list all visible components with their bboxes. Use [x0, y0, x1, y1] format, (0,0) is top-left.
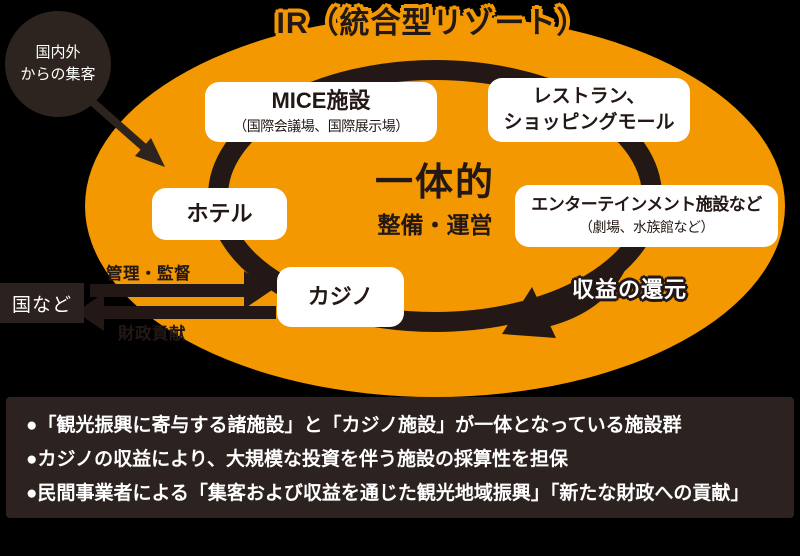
page-title: IR（統合型リゾート）	[276, 7, 588, 40]
profit-return-label: 収益の還元	[572, 277, 688, 302]
facility-box-restaurant: レストラン、 ショッピングモール	[488, 78, 690, 142]
government-name: 国など	[11, 294, 72, 316]
attract-badge: 国内外 からの集客	[5, 11, 111, 117]
facility-hotel-name: ホテル	[186, 201, 253, 227]
attract-badge-line1: 国内外	[35, 43, 81, 61]
integrated-operation-label: 一体的 整備・運営	[345, 164, 525, 240]
facility-entertainment-sub: （劇場、水族館など）	[579, 219, 715, 236]
integrated-label-line2: 整備・運営	[377, 212, 493, 238]
facility-mice-name: MICE施設	[271, 88, 371, 114]
attract-arrowhead-icon	[135, 138, 165, 167]
attract-badge-line2: からの集客	[20, 66, 96, 83]
fiscal-contribution-label: 財政貢献	[118, 325, 186, 343]
facility-restaurant-line1: レストラン、	[532, 86, 646, 108]
integrated-label-line1: 一体的	[374, 162, 495, 204]
facility-box-mice: MICE施設 （国際会議場、国際展示場）	[205, 82, 437, 142]
note-line: ●「観光振興に寄与する諸施設」と「カジノ施設」が一体となっている施設群	[26, 415, 682, 436]
manage-arrowhead-icon	[244, 271, 272, 309]
facility-mice-sub: （国際会議場、国際展示場）	[233, 117, 409, 134]
facility-casino-name: カジノ	[307, 284, 374, 310]
note-line: ●民間事業者による「集客および収益を通じた観光地域振興」「新たな財政への貢献」	[26, 483, 750, 504]
profit-return-arrow-tail	[536, 256, 626, 327]
facility-box-casino: カジノ	[277, 267, 404, 327]
contribute-arrowhead-icon	[76, 293, 104, 331]
facility-entertainment-name: エンターテインメント施設など	[531, 194, 762, 214]
manage-arrow-shaft	[90, 284, 244, 297]
attract-arrow-shaft	[84, 94, 151, 154]
facility-box-entertainment: エンターテインメント施設など （劇場、水族館など）	[515, 185, 778, 247]
contribute-arrow-shaft	[104, 306, 276, 319]
facility-restaurant-line2: ショッピングモール	[503, 112, 675, 133]
note-line: ●カジノの収益により、大規模な投資を伴う施設の採算性を担保	[26, 449, 568, 470]
facility-box-hotel: ホテル	[152, 188, 287, 240]
government-box: 国など	[0, 283, 84, 323]
notes-panel: ●「観光振興に寄与する諸施設」と「カジノ施設」が一体となっている施設群 ●カジノ…	[6, 397, 794, 518]
manage-supervise-label: 管理・監督	[106, 265, 191, 283]
profit-return-arrowhead-icon	[502, 287, 556, 338]
